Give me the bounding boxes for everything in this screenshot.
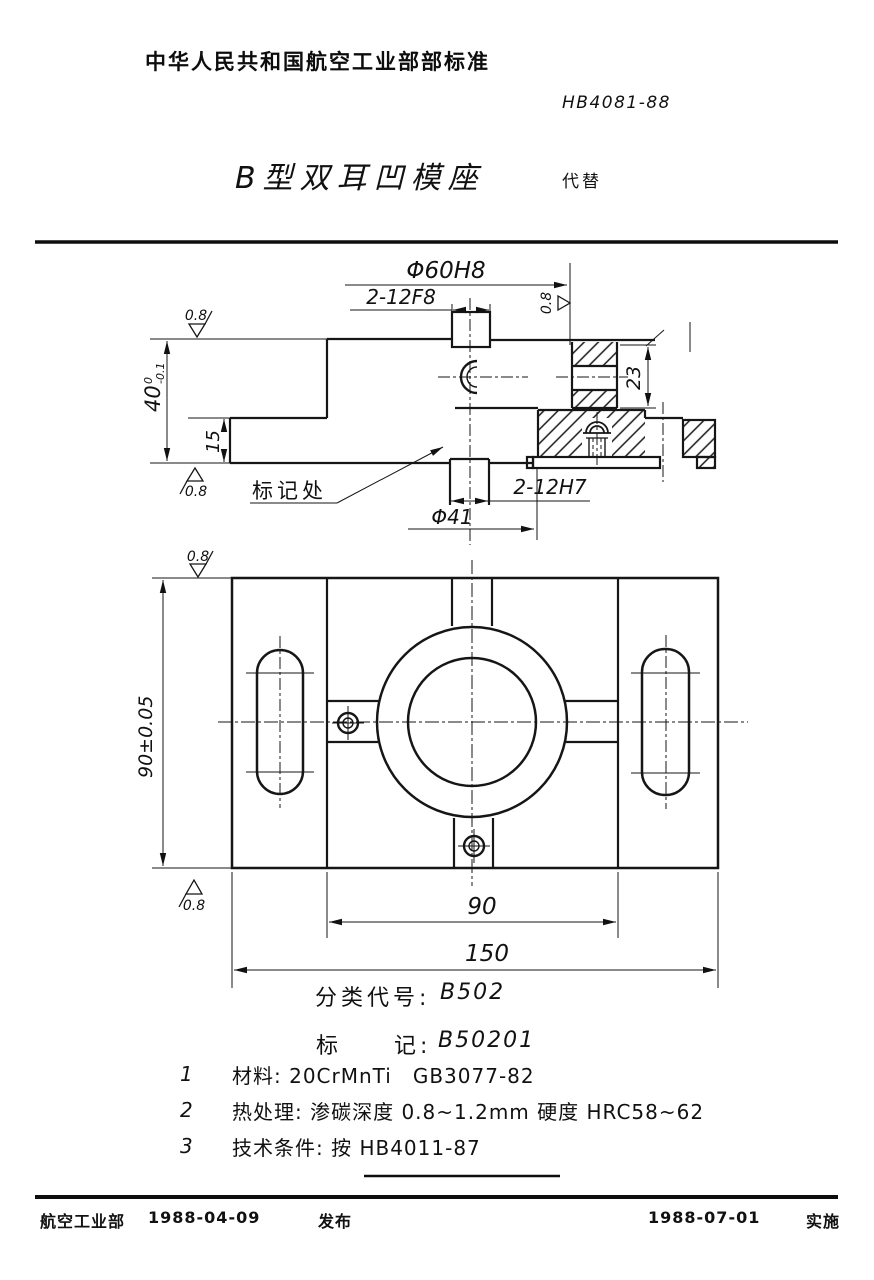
dim-90: 90 — [467, 894, 496, 920]
footer-issue-date: 1988-04-09 — [148, 1208, 261, 1227]
dim-slot-top: 2-12F8 — [366, 285, 436, 309]
note-2-text: 热处理: 渗碳深度 0.8~1.2mm 硬度 HRC58~62 — [232, 1100, 705, 1124]
roughness-symbols — [179, 294, 572, 495]
class-code-value: B502 — [440, 980, 506, 1005]
svg-text:-0.1: -0.1 — [154, 363, 167, 384]
roughness-bottom-left: 0.8 — [185, 484, 207, 500]
section-view: Φ60H8 2-12F8 0.8 0.8 0.8 40 0 -0.1 15 23… — [141, 258, 717, 545]
mark-code-label: 标 记: — [316, 1034, 432, 1059]
dim-phi60h8: Φ60H8 — [406, 258, 485, 284]
hatch-right-rim-foot — [697, 457, 715, 468]
centerlines — [438, 298, 664, 545]
hatch-bushing-bottom — [572, 390, 617, 408]
roughness-phi60: 0.8 — [539, 292, 555, 314]
footer-implement-label: 实施 — [806, 1212, 841, 1231]
roughness-top-left: 0.8 — [185, 308, 207, 324]
hatch-right-rim — [683, 420, 715, 457]
mark-location-label: 标记处 — [252, 479, 327, 503]
footer-issuer: 航空工业部 — [40, 1212, 126, 1231]
class-code-label: 分类代号: — [315, 986, 431, 1011]
standard-number: HB4081-88 — [562, 93, 671, 113]
dim-23: 23 — [623, 366, 645, 390]
dim-90-005: 90±0.05 — [135, 696, 157, 778]
standard-header: 中华人民共和国航空工业部部标准 — [145, 50, 490, 74]
section-dimension-lines — [150, 263, 691, 540]
dim-slot-bottom: 2-12H7 — [513, 475, 586, 499]
dim-phi41: Φ41 — [431, 505, 472, 529]
hatch-bushing-top — [572, 342, 617, 366]
plan-screws — [332, 706, 490, 863]
part-title: B型双耳凹模座 — [235, 161, 485, 196]
plan-roughness-symbols — [178, 550, 214, 908]
plan-roughness-bottom: 0.8 — [183, 898, 205, 914]
dim-15: 15 — [203, 430, 224, 453]
dim-150: 150 — [465, 941, 509, 967]
plan-view: 0.8 0.8 90±0.05 90 150 — [135, 549, 748, 988]
plan-outline — [230, 576, 720, 870]
replaces-label: 代替 — [562, 172, 602, 192]
dim-40-tol: 40 0 -0.1 — [141, 363, 167, 412]
plan-centerlines — [218, 560, 748, 886]
footer-implement-date: 1988-07-01 — [648, 1208, 761, 1227]
note-1-text: 材料: 20CrMnTi GB3077-82 — [232, 1064, 535, 1088]
note-3-number: 3 — [180, 1134, 193, 1158]
footer-publish-label: 发布 — [318, 1212, 353, 1231]
note-3-text: 技术条件: 按 HB4011-87 — [232, 1136, 481, 1160]
svg-text:0: 0 — [142, 377, 155, 384]
note-1-number: 1 — [180, 1062, 193, 1086]
mark-code-value: B50201 — [438, 1028, 536, 1053]
note-2-number: 2 — [180, 1098, 193, 1122]
plan-roughness-top: 0.8 — [187, 549, 209, 565]
plan-dimension-lines — [152, 577, 719, 988]
svg-text:40: 40 — [141, 385, 165, 412]
